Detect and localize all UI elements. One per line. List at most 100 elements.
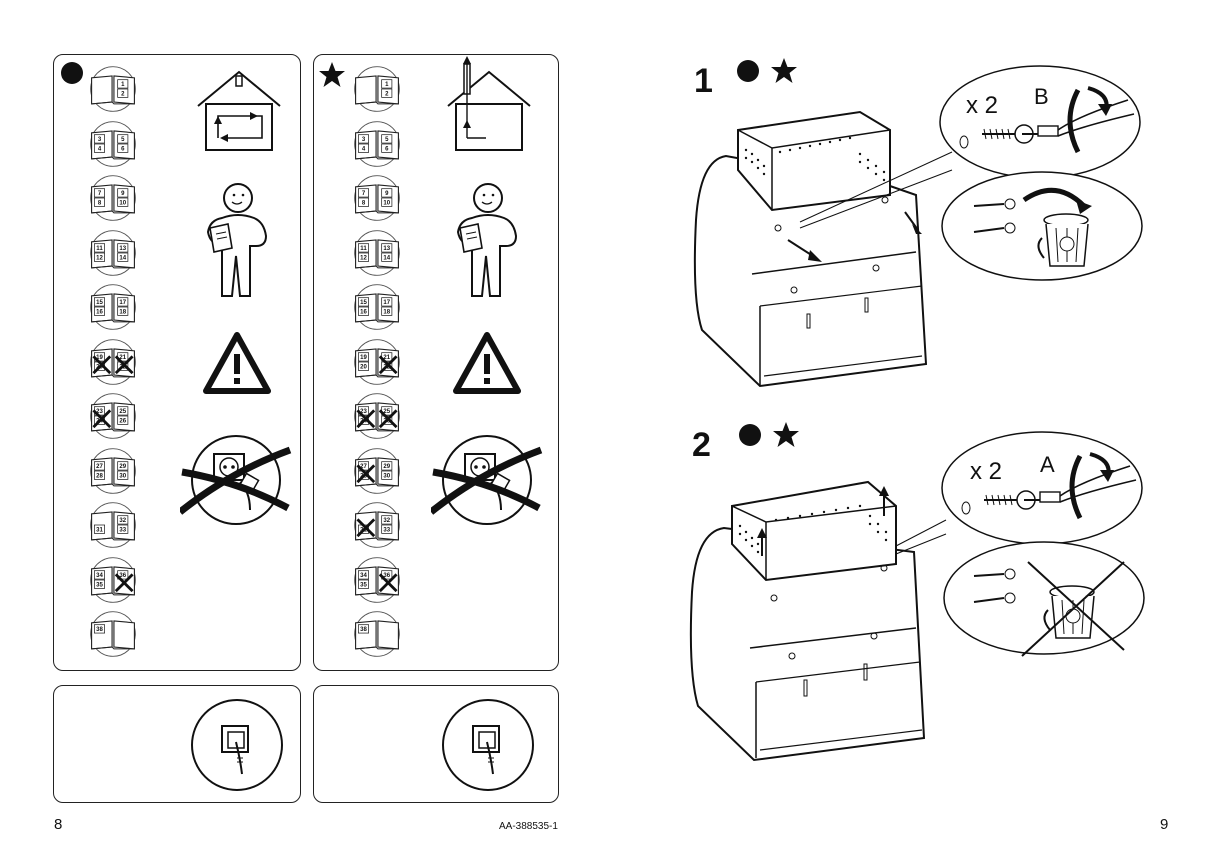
page-number-label: 9 [385,191,389,197]
page-number-label: 4 [362,146,366,152]
page-number-label: 10 [119,201,126,207]
page-number-label: 21 [119,355,126,361]
page-number-label: 2 [385,92,389,98]
page-number-label: 36 [383,573,390,579]
page-number-label: 5 [121,137,125,143]
page-number-label: 3 [98,137,102,143]
page-number-label: 17 [119,300,126,306]
circle-marker-icon [61,62,83,84]
page-number-label: 11 [360,246,367,252]
keep-screws-callout [943,541,1145,657]
manual-pages-icon: 12 [354,66,400,112]
page-number-label: 35 [96,582,103,588]
page-number-label: 23 [96,409,103,415]
read-manual-icon [456,183,518,297]
page-number-label: 30 [383,473,390,479]
manual-pages-icon: 15 16 17 18 [354,284,400,330]
manual-pages-icon: 11 12 13 14 [354,229,400,276]
page-number-label: 33 [119,528,126,534]
page-number-label: 15 [360,300,367,306]
manual-pages-icon: 19202122 [354,338,400,385]
screw-callout-step1 [939,65,1141,179]
page-number-label: 11 [96,246,103,252]
discard-screws-callout [941,171,1143,281]
page-number-label: 14 [383,255,390,261]
manual-pages-icon: 38 [90,611,136,657]
step-number: 1 [694,62,713,100]
manual-pages-icon: 23242526 [90,393,136,439]
recycle-bin-icon [1037,213,1089,267]
page-number-label: 16 [360,310,367,316]
star-marker-icon [319,62,345,87]
manual-pages-icon: 19202122 [90,338,136,385]
page-number-label: 34 [96,573,103,579]
page-number-label: 19 [360,355,367,361]
page-number-label: 18 [119,310,126,316]
page-number-label: 34 [360,573,367,579]
page-number-label: 15 [96,300,103,306]
part-label: A [1040,452,1055,477]
hood-diagram-step2 [689,480,947,762]
house-ducted-icon [197,70,281,151]
page-number-label: 26 [119,419,126,425]
page-number-label: 1 [121,82,125,88]
page-number-right: 9 [1160,816,1169,833]
page-number-label: 33 [383,528,390,534]
page-number-label: 20 [360,364,367,370]
page-number-label: 29 [119,464,126,470]
page-number-label: 9 [121,191,125,197]
page-number-label: 3 [362,137,366,143]
no-plug-icon [431,435,543,525]
warning-triangle-icon [453,332,521,394]
page-number-label: 18 [383,310,390,316]
manual-pages-icon: 3 4 5 6 [90,120,136,167]
page-number-label: 28 [96,473,103,479]
page-number-label: 5 [385,137,389,143]
page-number-label: 1 [385,82,389,88]
page-number-label: 38 [96,627,103,633]
page-number-label: 17 [383,300,390,306]
recycle-bin-icon [1043,585,1095,639]
quantity-label: x 2 [970,458,1003,485]
page-number-label: 8 [98,201,102,207]
step-markers-icon [737,58,797,83]
warning-triangle-icon [203,332,271,394]
page-number-label: 38 [360,627,367,633]
manual-pages-icon: 38 [354,611,400,657]
page-number-label: 32 [119,518,126,524]
quantity-label: x 2 [966,92,999,119]
page-number-label: 32 [383,518,390,524]
page-number-label: 6 [121,146,125,152]
no-plug-icon [180,435,292,525]
page-number-label: 19 [96,355,103,361]
page-number-left: 8 [54,816,63,833]
page-number-label: 4 [98,146,102,152]
page-number-label: 7 [362,191,366,197]
hood-diagram-step1 [693,110,953,388]
page-number-label: 13 [383,246,390,252]
page-number-label: 7 [98,191,102,197]
manual-pages-icon: 12 [90,66,136,112]
step-markers-icon [739,422,799,447]
page-number-label: 29 [383,464,390,470]
page-number-label: 27 [96,464,103,470]
page-number-label: 2 [121,92,125,98]
page-number-label: 10 [383,201,390,207]
page-number-label: 12 [360,255,367,261]
step-number: 2 [692,426,711,464]
page-number-label: 25 [383,409,390,415]
page-number-label: 23 [360,409,367,415]
page-number-label: 14 [119,255,126,261]
manual-pages-icon: 23242526 [354,393,400,439]
plug-in-icon [191,699,283,791]
page-number-label: 13 [119,246,126,252]
manual-pages-icon: 7 8 9 10 [90,175,136,221]
screw-callout-step2 [941,431,1143,545]
